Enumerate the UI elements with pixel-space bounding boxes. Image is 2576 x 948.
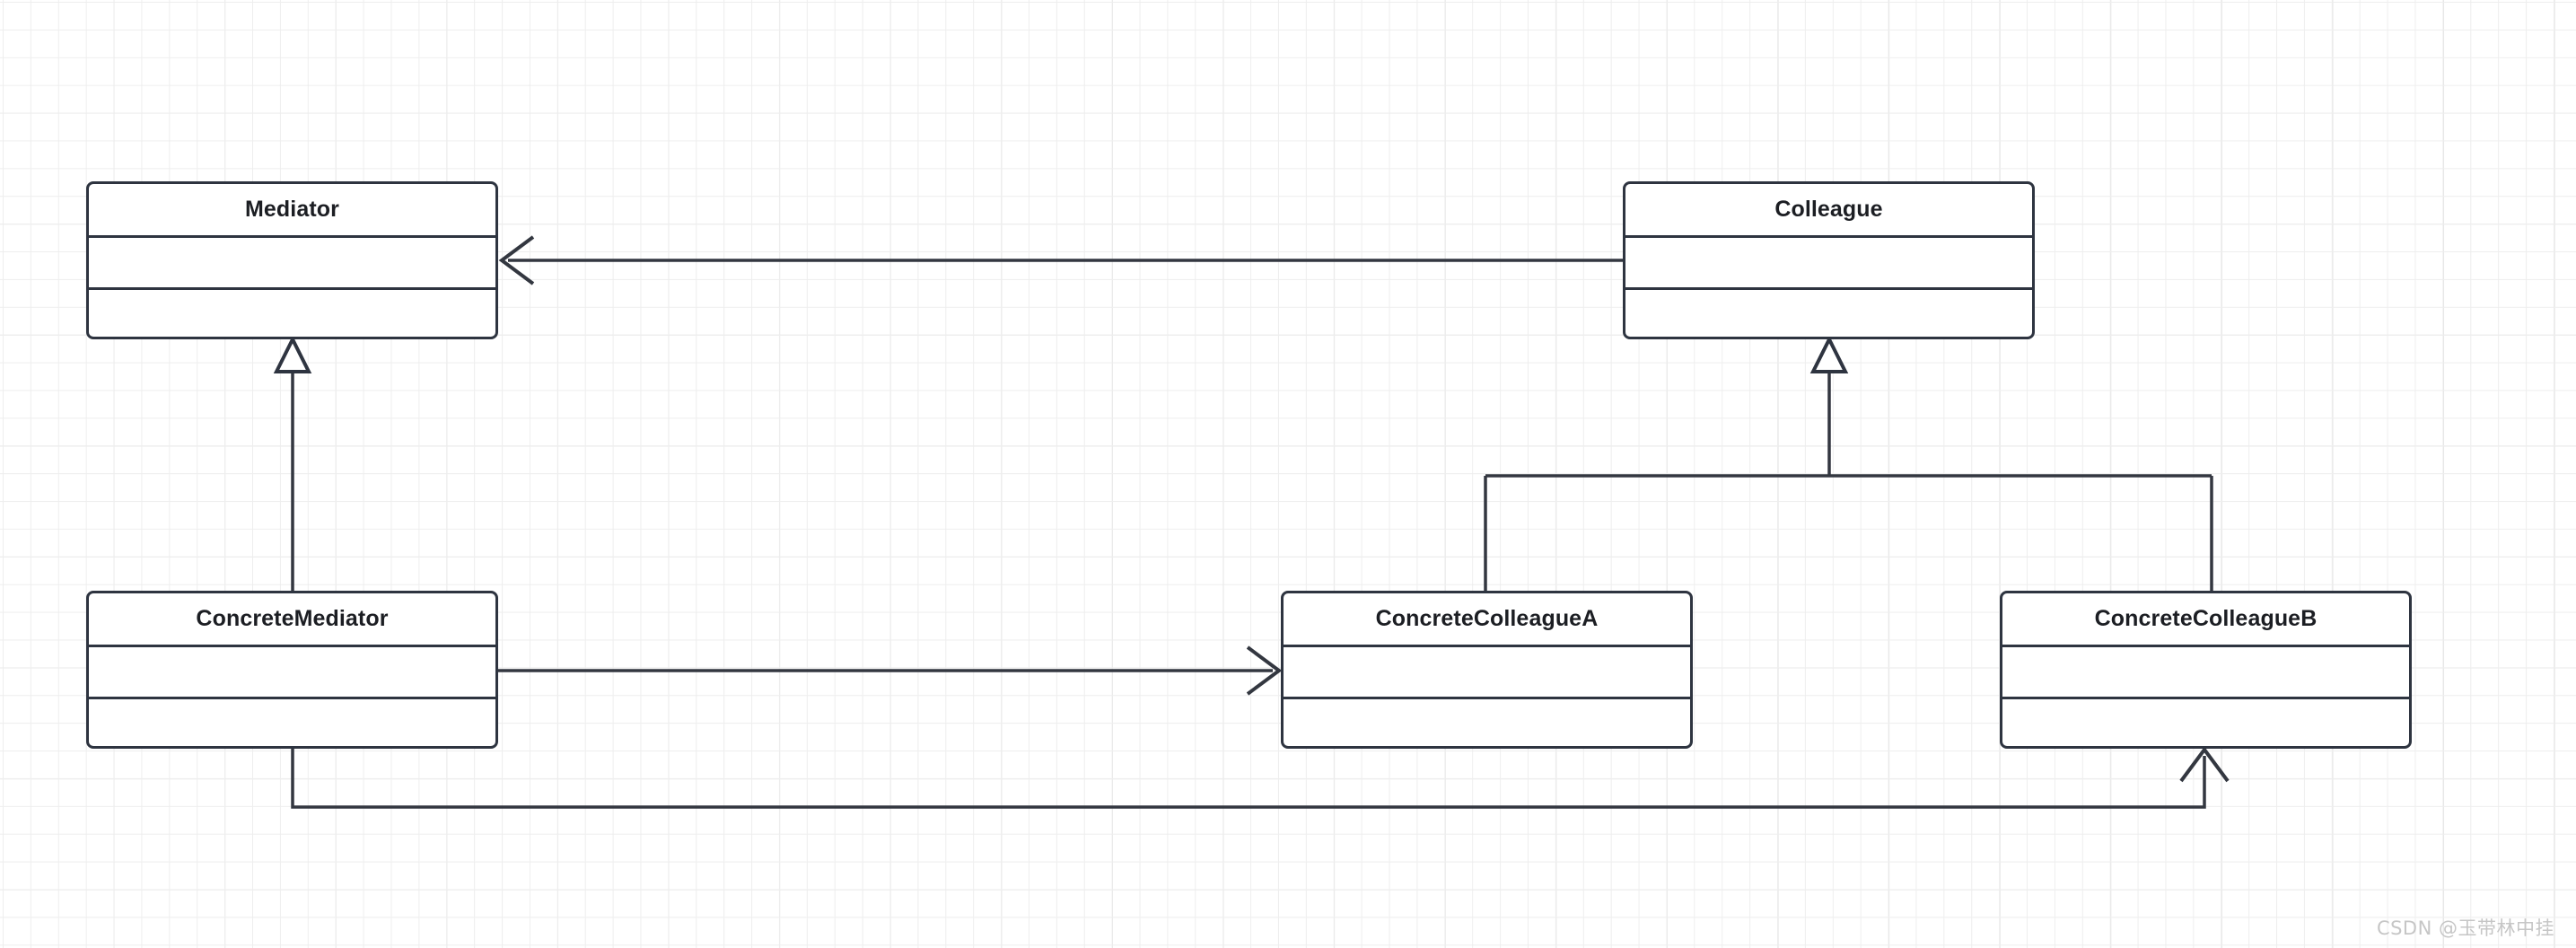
class-attributes-concrete-colleague-a <box>1284 647 1690 699</box>
open-arrowhead-up-icon <box>2179 746 2230 783</box>
class-box-mediator[interactable]: Mediator <box>86 181 498 339</box>
class-operations-mediator <box>89 290 495 337</box>
class-operations-concrete-colleague-b <box>2002 699 2409 746</box>
class-box-concrete-mediator[interactable]: ConcreteMediator <box>86 591 498 749</box>
class-box-colleague[interactable]: Colleague <box>1623 181 2035 339</box>
watermark-text: CSDN @玉带林中挂 <box>2376 917 2554 939</box>
class-name-concrete-colleague-a: ConcreteColleagueA <box>1284 593 1690 647</box>
class-operations-concrete-colleague-a <box>1284 699 1690 746</box>
edge-concrete-colleagues-inherit-colleague <box>1484 335 2213 591</box>
hollow-triangle-arrowhead-up-icon <box>1809 335 1849 373</box>
class-box-concrete-colleague-b[interactable]: ConcreteColleagueB <box>2000 591 2412 749</box>
edge-colleague-to-mediator <box>498 235 1623 285</box>
class-operations-concrete-mediator <box>89 699 495 746</box>
class-name-mediator: Mediator <box>89 184 495 238</box>
open-arrowhead-left-icon <box>498 235 535 285</box>
edge-concrete-mediator-to-colleague-b <box>291 746 2230 809</box>
class-name-concrete-colleague-b: ConcreteColleagueB <box>2002 593 2409 647</box>
class-attributes-mediator <box>89 238 495 290</box>
class-operations-colleague <box>1625 290 2032 337</box>
open-arrowhead-right-icon <box>1246 645 1283 696</box>
class-box-concrete-colleague-a[interactable]: ConcreteColleagueA <box>1281 591 1693 749</box>
edge-concrete-mediator-to-colleague-a <box>498 645 1283 696</box>
class-attributes-concrete-colleague-b <box>2002 647 2409 699</box>
class-attributes-colleague <box>1625 238 2032 290</box>
class-name-colleague: Colleague <box>1625 184 2032 238</box>
edge-concrete-mediator-inherits-mediator <box>273 335 312 591</box>
class-name-concrete-mediator: ConcreteMediator <box>89 593 495 647</box>
class-attributes-concrete-mediator <box>89 647 495 699</box>
hollow-triangle-arrowhead-up-icon <box>273 335 312 373</box>
